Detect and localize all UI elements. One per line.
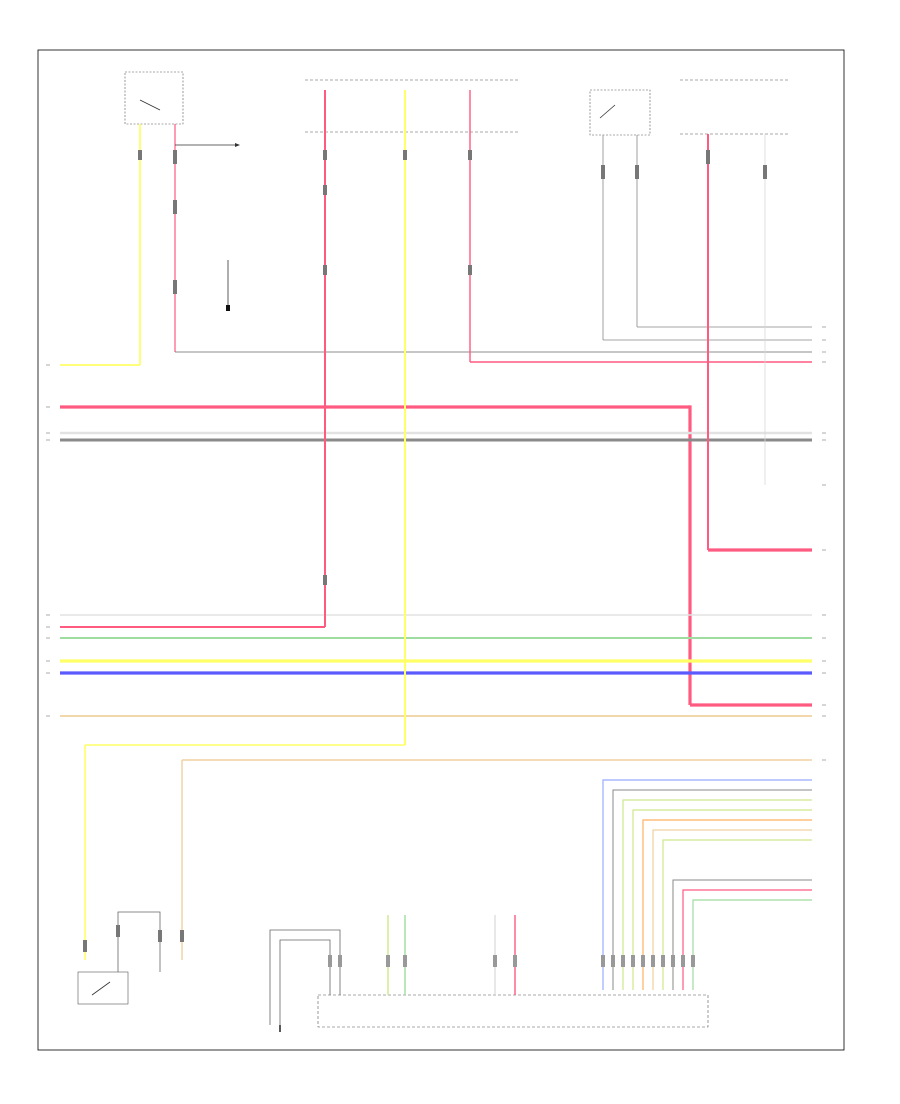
switch-box-top-right — [589, 89, 651, 136]
ground-terminal — [226, 305, 230, 311]
switch-contact — [599, 104, 616, 119]
ecm-connector-pins — [328, 955, 695, 967]
wire-switch-bottom-loop — [117, 911, 161, 972]
wire-bundle-lightgreen — [622, 799, 812, 990]
wire-bundle-tan — [652, 829, 812, 990]
wire-ground-left-a — [269, 929, 341, 1025]
connector-marks — [83, 150, 767, 952]
relay-box-top-left — [124, 71, 184, 125]
switch-contact-bottom — [91, 981, 111, 996]
wire-bundle-gray — [612, 789, 812, 990]
wire-bundle-lightgreen-2 — [632, 809, 812, 990]
switch-box-bottom-left — [77, 971, 129, 1005]
engine-control-module — [317, 994, 709, 1028]
right-terminal-ticks — [822, 326, 826, 761]
wire-bundle-pink — [682, 889, 812, 990]
arrow-relay — [235, 143, 240, 147]
wire-bundle-green — [692, 899, 812, 990]
diagram-border — [37, 49, 845, 1051]
wire-bundle-orange — [642, 819, 812, 990]
wire-ground-left-b — [279, 939, 331, 1025]
wire-bundle-lightblue — [602, 779, 812, 990]
relay-switch — [139, 99, 161, 111]
wire-bundle-gray-2 — [672, 879, 812, 990]
left-terminal-ticks — [46, 364, 50, 717]
wire-bundle-lightgreen-3 — [662, 839, 812, 990]
